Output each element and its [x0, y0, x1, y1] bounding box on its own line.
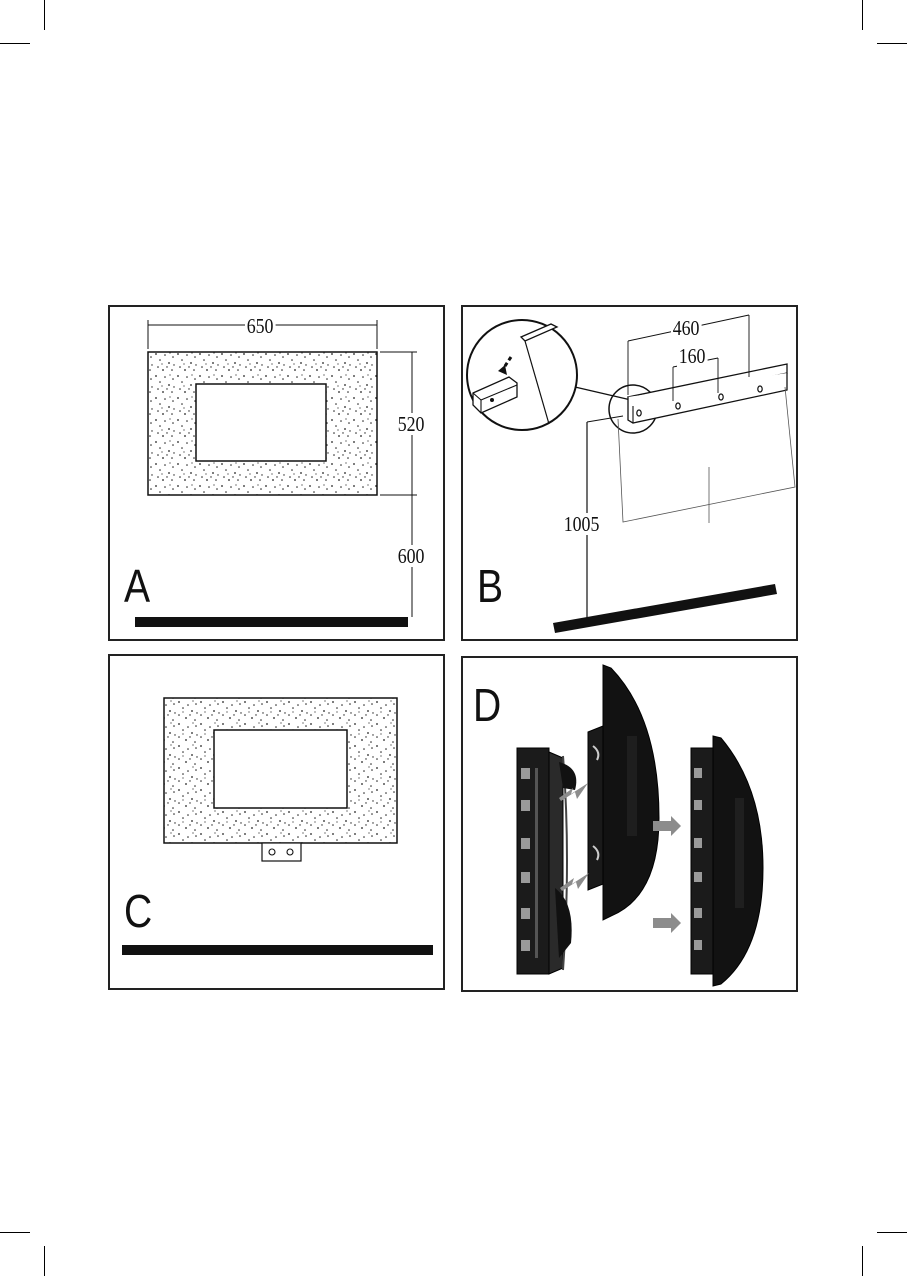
crop-mark [44, 0, 45, 30]
crop-mark [0, 43, 30, 44]
panel-d: D [461, 656, 798, 992]
floor-bar [135, 617, 408, 627]
panel-a: 650 520 600 A [108, 305, 445, 641]
panel-c-drawing [110, 656, 445, 990]
panel-b: 460 160 1005 B [461, 305, 798, 641]
inner-span-label: 160 [677, 345, 707, 367]
crop-mark [44, 1246, 45, 1276]
panel-letter: C [124, 888, 152, 934]
heater-opening [196, 384, 326, 461]
panel-letter: D [473, 682, 501, 728]
panel-b-drawing [463, 307, 798, 641]
width-label: 650 [245, 315, 275, 337]
floor-bar [122, 945, 433, 955]
mounting-bracket [262, 843, 301, 861]
outer-span-label: 460 [671, 317, 701, 339]
floor-distance-label: 1005 [562, 513, 601, 535]
panel-a-drawing [110, 307, 445, 641]
panel-d-drawing [463, 658, 798, 992]
crop-mark [877, 43, 907, 44]
panel-c: C [108, 654, 445, 990]
floor-distance-label: 600 [396, 545, 426, 567]
crop-mark [877, 1232, 907, 1233]
crop-mark [862, 1246, 863, 1276]
crop-mark [862, 0, 863, 30]
panel-letter: B [477, 563, 503, 609]
height-label: 520 [396, 413, 426, 435]
heater-opening [214, 730, 347, 808]
crop-mark [0, 1232, 30, 1233]
panel-letter: A [124, 563, 150, 609]
